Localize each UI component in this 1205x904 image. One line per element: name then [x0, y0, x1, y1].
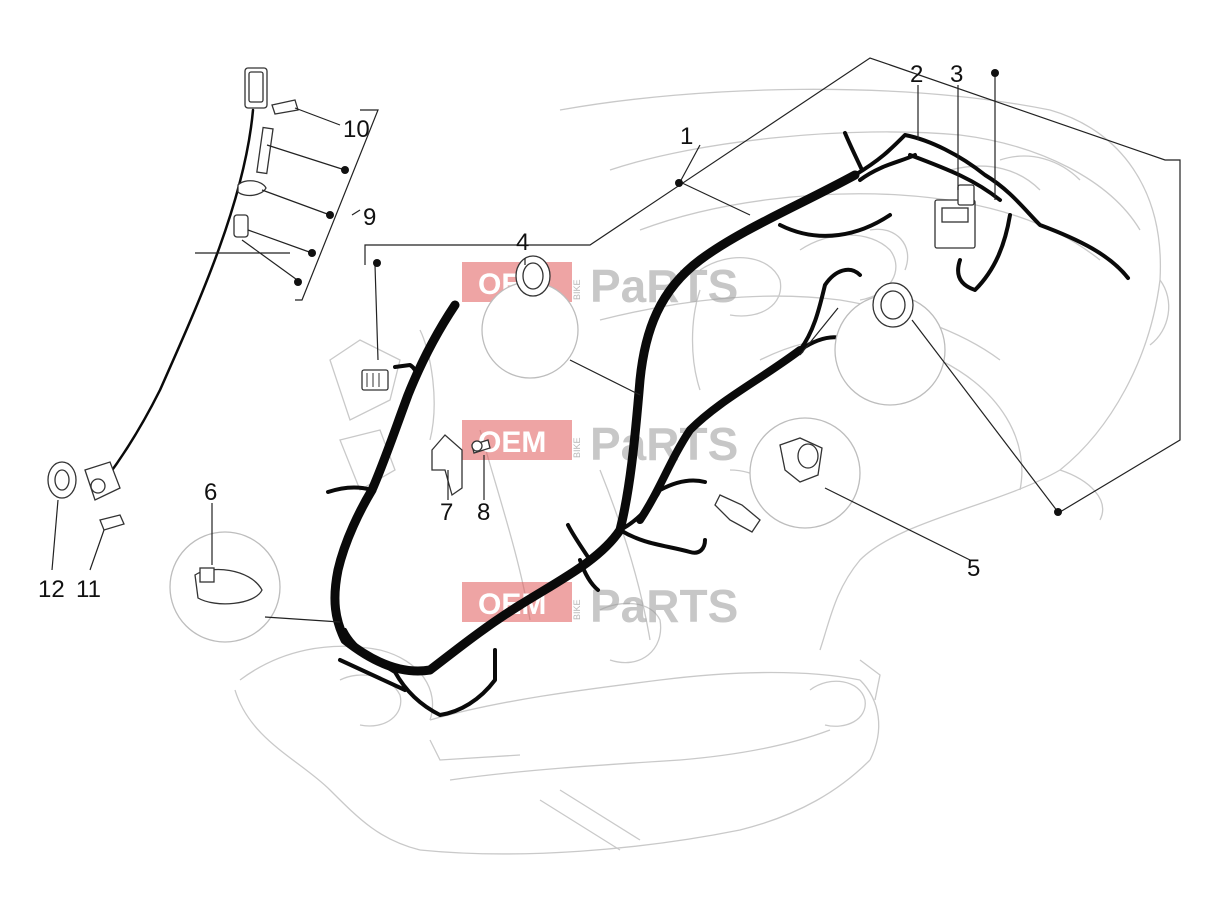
watermark-2: OEM BIKE PaRTS	[462, 418, 738, 470]
callout-9: 9	[363, 204, 376, 231]
callout-3: 3	[950, 61, 963, 88]
detail-circle-fuse-grommet	[834, 282, 946, 406]
callout-4: 4	[516, 229, 529, 256]
svg-text:OEM: OEM	[478, 426, 546, 459]
detail-circle-4	[481, 255, 579, 379]
detail-circle-6	[169, 531, 281, 643]
callout-numbers: 1 2 3 4 5 6 7 8 9 10 11 12	[38, 61, 980, 603]
scooter-frame-outline	[234, 88, 1170, 855]
watermark-3: OEM BIKE PaRTS	[462, 580, 738, 632]
svg-text:PaRTS: PaRTS	[590, 580, 738, 632]
callout-6: 6	[204, 479, 217, 506]
svg-text:PaRTS: PaRTS	[590, 418, 738, 470]
svg-text:BIKE: BIKE	[572, 279, 582, 300]
callout-5: 5	[967, 555, 980, 582]
callout-12: 12	[38, 576, 65, 603]
cable-tie	[237, 180, 267, 197]
callout-10: 10	[343, 116, 370, 143]
sensor-cable-assembly	[47, 67, 299, 531]
svg-text:BIKE: BIKE	[572, 437, 582, 458]
boot-cap	[714, 494, 761, 533]
callout-7: 7	[440, 499, 453, 526]
screw-11	[99, 514, 125, 531]
detail-circle-5	[749, 417, 861, 529]
reference-dots	[294, 69, 1062, 516]
callout-1: 1	[680, 123, 693, 150]
sleeve-tube	[256, 126, 274, 175]
callout-11: 11	[76, 576, 101, 603]
clip-10	[271, 99, 299, 115]
fuse-box-2-3	[934, 184, 976, 249]
connector-block	[361, 369, 389, 391]
bolt-8	[471, 439, 491, 454]
svg-text:BIKE: BIKE	[572, 599, 582, 620]
bracket-7	[431, 434, 463, 497]
grommet-small	[233, 214, 249, 238]
leader-lines	[51, 57, 1181, 623]
callout-2: 2	[910, 61, 923, 88]
callout-8: 8	[477, 499, 490, 526]
